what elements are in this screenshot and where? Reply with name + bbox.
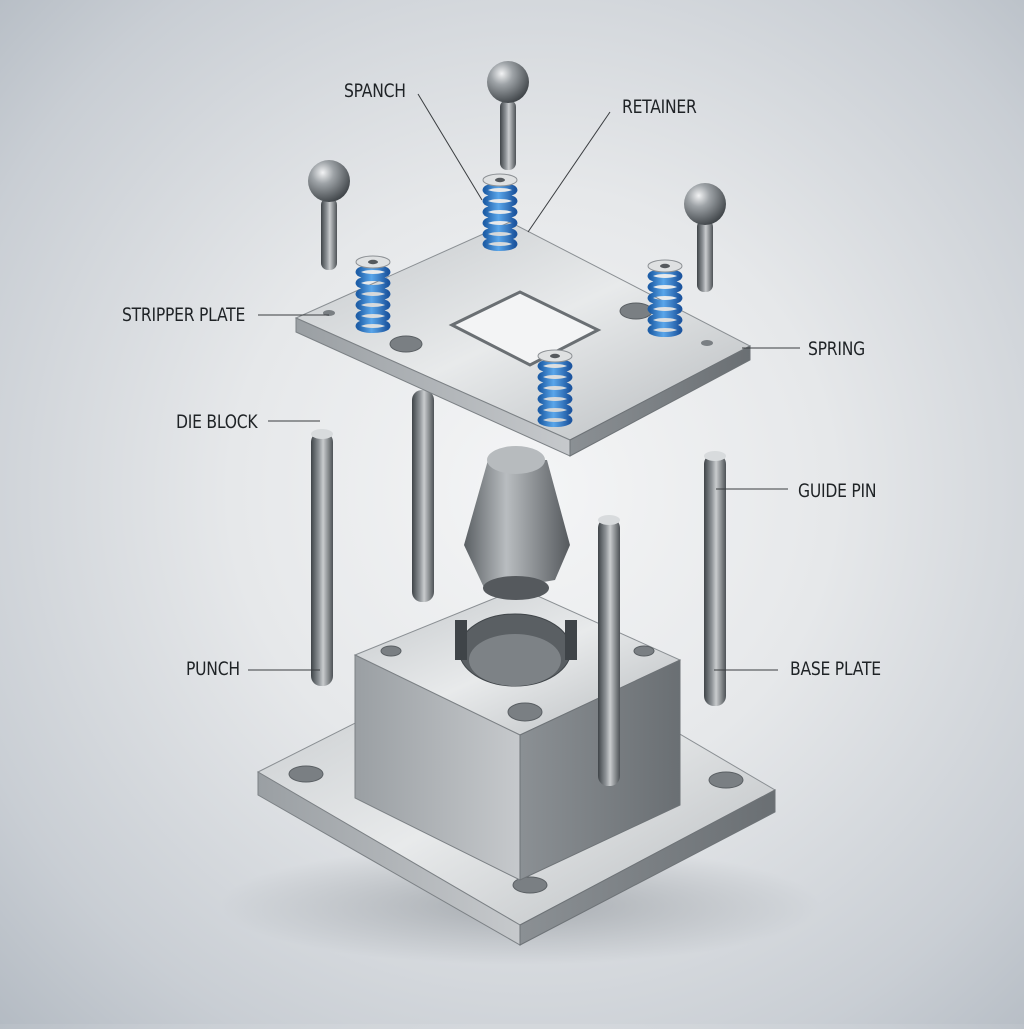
ball-pins xyxy=(308,61,726,292)
label-stripper-plate: STRIPPER PLATE xyxy=(122,304,246,326)
label-punch: PUNCH xyxy=(186,658,240,680)
label-spanch: SPANCH xyxy=(344,80,406,102)
leader-lines xyxy=(248,93,800,671)
label-base-plate: BASE PLATE xyxy=(790,658,881,680)
label-spring: SPRING xyxy=(808,338,865,360)
punch-cone xyxy=(464,446,570,600)
stripper-plate xyxy=(294,221,752,457)
label-guide-pin: GUIDE PIN xyxy=(798,480,877,502)
label-retainer: RETAINER xyxy=(622,96,697,118)
label-die-block: DIE BLOCK xyxy=(176,411,258,433)
guide-rods xyxy=(311,390,726,786)
